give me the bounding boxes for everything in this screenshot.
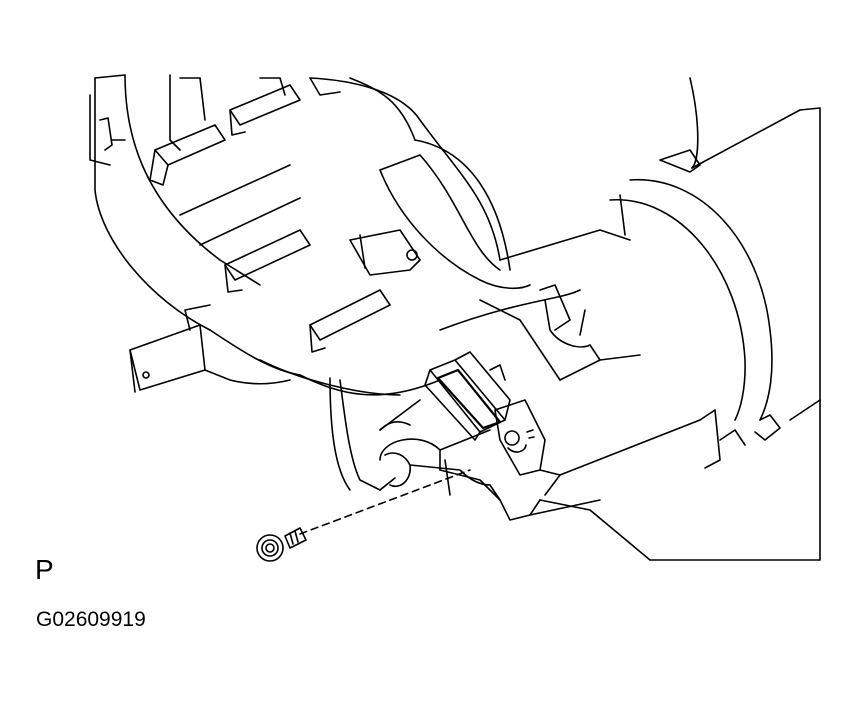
mounting-bracket [424,284,641,476]
frame-tie-bars [149,84,391,353]
screw-install-path [299,469,471,535]
figure-code-label: G02609919 [36,608,146,631]
lower-frame [129,304,441,491]
view-letter-label: P [35,554,54,585]
blower-case [539,77,821,561]
evaporator-housing-frame [89,74,511,331]
central-duct [349,154,631,331]
screw-icon [256,527,307,562]
lower-housing [379,399,601,521]
